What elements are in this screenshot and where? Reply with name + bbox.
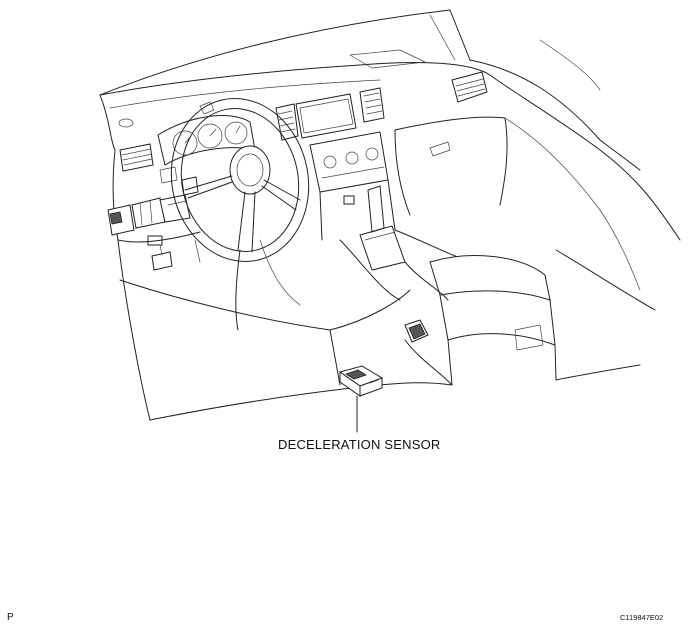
instrument-cluster — [157, 101, 256, 166]
windshield-outline — [99, 9, 641, 171]
figure-code: C119847E02 — [620, 613, 664, 622]
steering-wheel — [170, 98, 310, 331]
dashboard-top — [99, 49, 681, 241]
relay-block — [107, 149, 201, 246]
glove-box — [394, 116, 601, 216]
left-air-vent — [119, 143, 154, 172]
corner-mark: P — [7, 612, 14, 623]
right-floor-trim — [555, 209, 656, 381]
right-air-vent — [451, 71, 488, 103]
callout-label: DECELERATION SENSOR — [278, 437, 441, 452]
shift-lever — [359, 185, 406, 271]
center-stack — [275, 87, 396, 241]
center-console — [339, 229, 557, 386]
deceleration-sensor-icon — [338, 365, 384, 397]
pedals — [151, 239, 201, 271]
